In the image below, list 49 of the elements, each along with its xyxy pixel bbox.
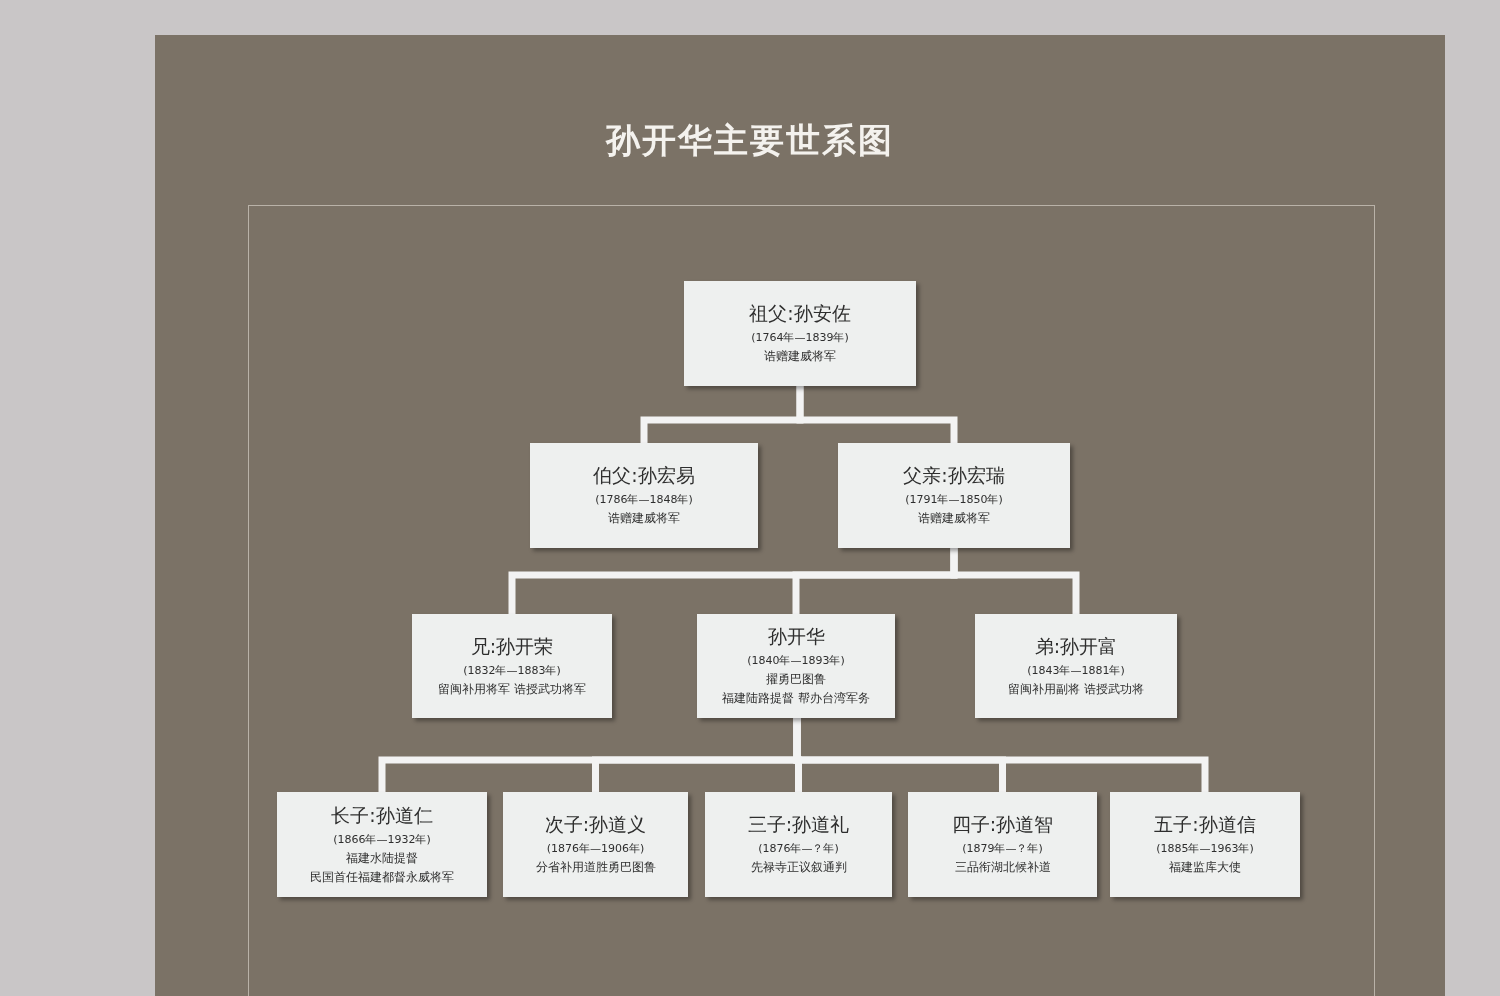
person-card — [838, 443, 1070, 548]
person-name: 三子:孙道礼 — [747, 812, 850, 837]
official-title: 诰赠建威将军 — [608, 510, 680, 527]
person-name: 孙开华 — [767, 624, 825, 649]
official-title: 福建监库大使 — [1169, 859, 1241, 876]
family-line — [796, 386, 958, 443]
person-card — [530, 443, 758, 548]
life-dates: (1764年—1839年) — [751, 330, 849, 345]
person-name: 伯父:孙宏易 — [593, 463, 695, 488]
diagram-title: 孙开华主要世系图 — [604, 119, 895, 162]
life-dates: (1840年—1893年) — [747, 653, 845, 668]
life-dates: (1866年—1932年) — [333, 831, 431, 847]
life-dates: (1879年—？年) — [962, 841, 1043, 856]
person-card — [503, 792, 688, 897]
person-name: 父亲:孙宏瑞 — [903, 463, 1005, 488]
life-dates: (1876年—1906年) — [546, 841, 645, 856]
person-card — [908, 792, 1097, 897]
official-title: 擢勇巴图鲁 — [766, 671, 826, 688]
person-card — [697, 614, 895, 718]
person-card — [1110, 792, 1300, 897]
official-title: 诰赠建威将军 — [918, 510, 990, 527]
person-name: 长子:孙道仁 — [331, 802, 433, 828]
life-dates: (1786年—1848年) — [595, 492, 693, 507]
life-dates: (1885年—1963年) — [1156, 841, 1254, 856]
official-title: 福建水陆提督 — [346, 849, 418, 867]
official-title: 留闽补用副将 诰授武功将 — [1008, 680, 1144, 698]
official-title: 先禄寺正议叙通判 — [750, 859, 847, 876]
official-title: 三品衔湖北候补道 — [954, 859, 1051, 876]
person-name: 兄:孙开荣 — [470, 633, 554, 659]
life-dates: (1843年—1881年) — [1027, 662, 1125, 678]
life-dates: (1791年—1850年) — [905, 492, 1003, 507]
official-title: 分省补用道胜勇巴图鲁 — [535, 859, 656, 876]
official-title: 民国首任福建都督永威将军 — [310, 868, 454, 886]
person-card — [705, 792, 892, 897]
person-name: 弟:孙开富 — [1034, 633, 1118, 659]
official-title: 诰赠建威将军 — [764, 348, 836, 365]
official-title: 留闽补用将军 诰授武功将军 — [438, 680, 586, 698]
person-card — [412, 614, 612, 718]
person-card — [975, 614, 1177, 718]
life-dates: (1832年—1883年) — [463, 662, 561, 678]
person-name: 次子:孙道义 — [544, 812, 647, 837]
person-name: 祖父:孙安佐 — [749, 301, 851, 326]
person-name: 五子:孙道信 — [1154, 812, 1256, 837]
person-card — [277, 792, 487, 897]
person-name: 四子:孙道智 — [951, 812, 1054, 837]
person-card — [684, 281, 916, 386]
life-dates: (1876年—？年) — [758, 841, 839, 856]
family-line — [950, 548, 1080, 614]
official-title: 福建陆路提督 帮办台湾军务 — [722, 690, 870, 707]
